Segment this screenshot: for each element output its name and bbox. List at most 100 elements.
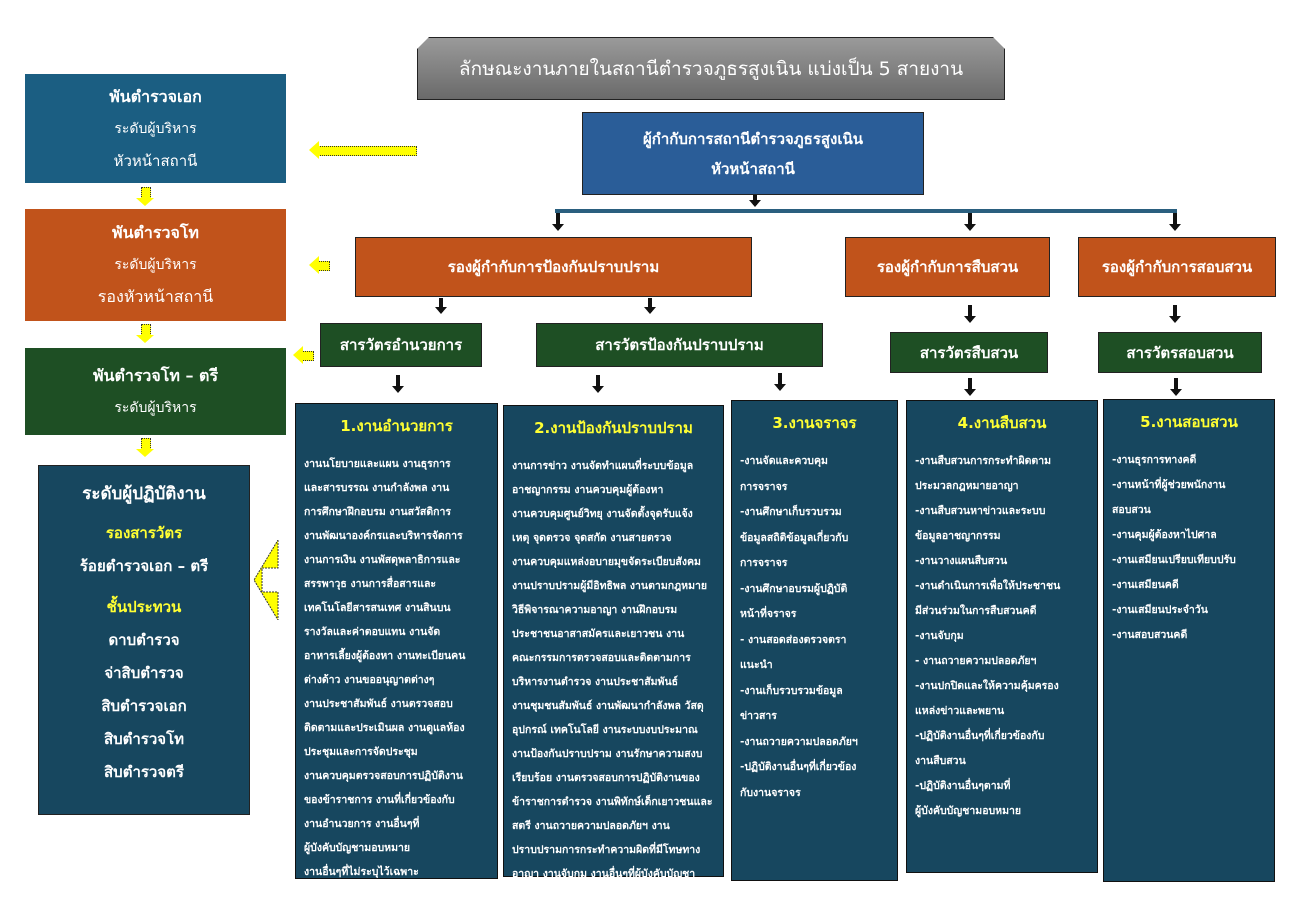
duty-line: ผู้บังคับบัญชามอบหมาย <box>304 842 411 854</box>
duty-line: งานปราบปรามผู้มีอิทธิพล งานตามกฎหมาย <box>512 580 708 592</box>
arrow-down-icon <box>749 195 761 207</box>
duty-line: สตรี งานถวายความปลอดภัยฯ งาน <box>512 820 670 832</box>
admin-work-column: 1.งานอำนวยการงานนโยบายและแผน งานธุรการแล… <box>295 403 498 879</box>
nco-rank: สิบตำรวจโท <box>103 730 185 748</box>
rank-title: พันตำรวจโท – ตรี <box>92 365 219 385</box>
duty-line: -งานจัดและควบคุม <box>740 455 828 467</box>
arrow-down-icon <box>964 378 976 396</box>
rank-title: พันตำรวจเอก <box>109 86 202 106</box>
duty-line: -งานธุรการทางคดี <box>1112 454 1197 466</box>
rank-colonel-box: พันตำรวจเอก ระดับผู้บริหาร หัวหน้าสถานี <box>25 74 286 183</box>
deputy-prevention-box: รองผู้กำกับการป้องกันปราบปราม <box>355 237 752 297</box>
column-title: 5.งานสอบสวน <box>1140 413 1238 431</box>
inspector-investigation-box: สารวัตรสืบสวน <box>890 332 1048 373</box>
traffic-work-column: 3.งานจราจร -งานจัดและควบคุมการจราจร -งานศึ… <box>731 400 898 881</box>
duty-line: กับงานจราจร <box>740 786 801 799</box>
duty-line: ข่าวสาร <box>740 710 777 722</box>
rank-role: หัวหน้าสถานี <box>113 151 198 170</box>
duty-line: งานอื่นๆที่ไม่ระบุไว้เฉพาะ <box>304 866 419 878</box>
duty-line: -งานสืบสวนการกระทำผิดตาม <box>915 455 1052 467</box>
duty-line: อาชญากรรม งานควบคุมผู้ต้องหา <box>512 484 664 496</box>
duty-line: -งานสืบสวนหาข่าวและระบบ <box>915 505 1046 517</box>
duty-line: -ปฏิบัติงานอื่นๆที่เกี่ยวข้อง <box>740 761 857 773</box>
duty-line: ผู้บังคับบัญชามอบหมาย <box>915 805 1022 817</box>
operational-level-box: ระดับผู้ปฏิบัติงาน รองสารวัตร ร้อยตำรวจเ… <box>38 465 250 815</box>
arrow-down-icon <box>644 298 656 314</box>
connector-line <box>555 209 1177 213</box>
arrow-down-icon <box>136 324 154 343</box>
duty-line: และสารบรรณ งานกำลังพล งาน <box>304 482 450 494</box>
duty-line: -งานศึกษาอบรมผู้ปฏิบัติ <box>740 582 848 595</box>
nco-rank: สิบตำรวจเอก <box>101 697 187 715</box>
duty-line: แหล่งข่าวและพยาน <box>915 705 1005 717</box>
arrow-down-icon <box>136 187 154 206</box>
duty-line: งานการเงิน งานพัสดุพลาธิการและ <box>304 554 461 566</box>
duty-line: การศึกษาฝึกอบรม งานสวัสดิการ <box>304 506 452 518</box>
superintendent-role: หัวหน้าสถานี <box>711 159 795 178</box>
duty-line: การจราจร <box>740 480 788 493</box>
duty-line: เทคโนโลยีสารสนเทศ งานสินบน <box>304 602 451 614</box>
duty-line: - งานถวายความปลอดภัยฯ <box>915 655 1037 667</box>
arrow-left-icon <box>309 256 330 274</box>
duty-line: -งานเสมียนเปรียบเทียบปรับ <box>1112 554 1236 566</box>
nco-rank: จ่าสิบตำรวจ <box>104 664 184 682</box>
duty-line: -งานคุมผู้ต้องหาไปศาล <box>1112 529 1217 541</box>
duty-line: งานป้องกันปราบปราม งานรักษาความสงบ <box>512 748 703 760</box>
rank-level: ระดับผู้บริหาร <box>114 120 197 137</box>
duty-line: บริหารงานตำรวจ งานประชาสัมพันธ์ <box>512 676 679 688</box>
duty-line: ปราบปรามการกระทำความผิดที่มีโทษทาง <box>512 844 701 856</box>
inspector-admin-box: สารวัตรอำนวยการ <box>320 323 482 367</box>
nco-rank: ดาบตำรวจ <box>108 631 180 649</box>
duty-line: -งานวางแผนสืบสวน <box>915 555 1008 567</box>
duty-line: อุปกรณ์ เทคโนโลยี งานระบบงบประมาณ <box>512 724 698 736</box>
duty-line: ประชาชนอาสาสมัครและเยาวชน งาน <box>512 628 685 640</box>
column-title: 4.งานสืบสวน <box>957 414 1047 432</box>
duty-line: งานควบคุมตรวจสอบการปฏิบัติงาน <box>304 770 463 782</box>
duty-line: -งานสอบสวนคดี <box>1112 629 1188 641</box>
arrow-down-icon <box>964 305 976 323</box>
deputy-investigation-box: รองผู้กำกับการสืบสวน <box>845 237 1050 297</box>
duty-line: ติดตามและประเมินผล งานดูแลห้อง <box>304 722 465 734</box>
arrow-left-icon <box>253 540 279 620</box>
duty-line: สอบสวน <box>1112 504 1151 516</box>
rank-lt-colonel-box: พันตำรวจโท ระดับผู้บริหาร รองหัวหน้าสถาน… <box>25 209 286 321</box>
duty-line: งานนโยบายและแผน งานธุรการ <box>304 458 451 470</box>
arrow-down-icon <box>1169 213 1181 231</box>
duty-line: เหตุ จุดตรวจ จุดสกัด งานสายตรวจ <box>512 532 672 544</box>
duty-line: -งานเสมียนคดี <box>1112 579 1179 591</box>
duty-line: มีส่วนร่วมในการสืบสวนคดี <box>915 605 1037 617</box>
inspector-inquiry-box: สารวัตรสอบสวน <box>1098 332 1262 373</box>
rank-level: ระดับผู้บริหาร <box>114 399 197 416</box>
duty-line: งานควบคุมแหล่งอบายมุขจัดระเบียบสังคม <box>512 556 701 568</box>
column-title: 3.งานจราจร <box>772 414 857 432</box>
sub-inspector-rank: ร้อยตำรวจเอก – ตรี <box>79 557 209 575</box>
chart-title: ลักษณะงานภายในสถานีตำรวจภูธรสูงเนิน แบ่ง… <box>417 37 1005 100</box>
investigation-work-column: 4.งานสืบสวน -งานสืบสวนการกระทำผิดตามประม… <box>906 400 1098 873</box>
duty-line: ประมวลกฎหมายอาญา <box>915 480 1019 492</box>
deputy-inquiry-box: รองผู้กำกับการสอบสวน <box>1078 237 1276 297</box>
arrow-down-icon <box>774 373 786 391</box>
duty-line: เรียบร้อย งานตรวจสอบการปฏิบัติงานของ <box>512 772 700 784</box>
arrow-down-icon <box>592 375 604 393</box>
arrow-down-icon <box>552 213 564 231</box>
prevention-work-column: 2.งานป้องกันปราบปรามงานการข่าว งานจัดทำแ… <box>503 405 724 902</box>
rank-major-box: พันตำรวจโท – ตรี ระดับผู้บริหาร <box>25 348 286 435</box>
arrow-down-icon <box>1169 305 1181 323</box>
duty-line: ประชุมและการจัดประชุม <box>304 746 418 758</box>
duty-line: งานประชาสัมพันธ์ งานตรวจสอบ <box>304 698 453 710</box>
arrow-down-icon <box>1170 378 1182 396</box>
duty-line: งานชุมชนสัมพันธ์ งานพัฒนากำลังพล วัสดุ <box>512 700 704 712</box>
duty-line: งานพัฒนาองค์กรและบริหารจัดการ <box>304 530 463 542</box>
arrow-left-icon <box>293 346 314 364</box>
nco-label: ชั้นประทวน <box>106 598 182 616</box>
duty-line: ข้าราชการตำรวจ งานพิทักษ์เด็กเยาวชนและ <box>512 796 713 808</box>
nco-rank: สิบตำรวจตรี <box>104 763 184 781</box>
inquiry-work-column: 5.งานสอบสวน -งานธุรการทางคดี -งานหน้าที่ผู… <box>1103 399 1275 882</box>
arrow-down-icon <box>964 213 976 231</box>
duty-line: -งานเสมียนประจำวัน <box>1112 604 1208 616</box>
duty-line: การจราจร <box>740 557 788 569</box>
duty-line: -งานหน้าที่ผู้ช่วยพนักงาน <box>1112 479 1226 491</box>
arrow-down-icon <box>136 438 154 457</box>
duty-line: วิธีพิจารณาความอาญา งานฝึกอบรม <box>512 604 678 616</box>
duty-line: ต่างด้าว งานขออนุญาตต่างๆ <box>304 674 435 686</box>
